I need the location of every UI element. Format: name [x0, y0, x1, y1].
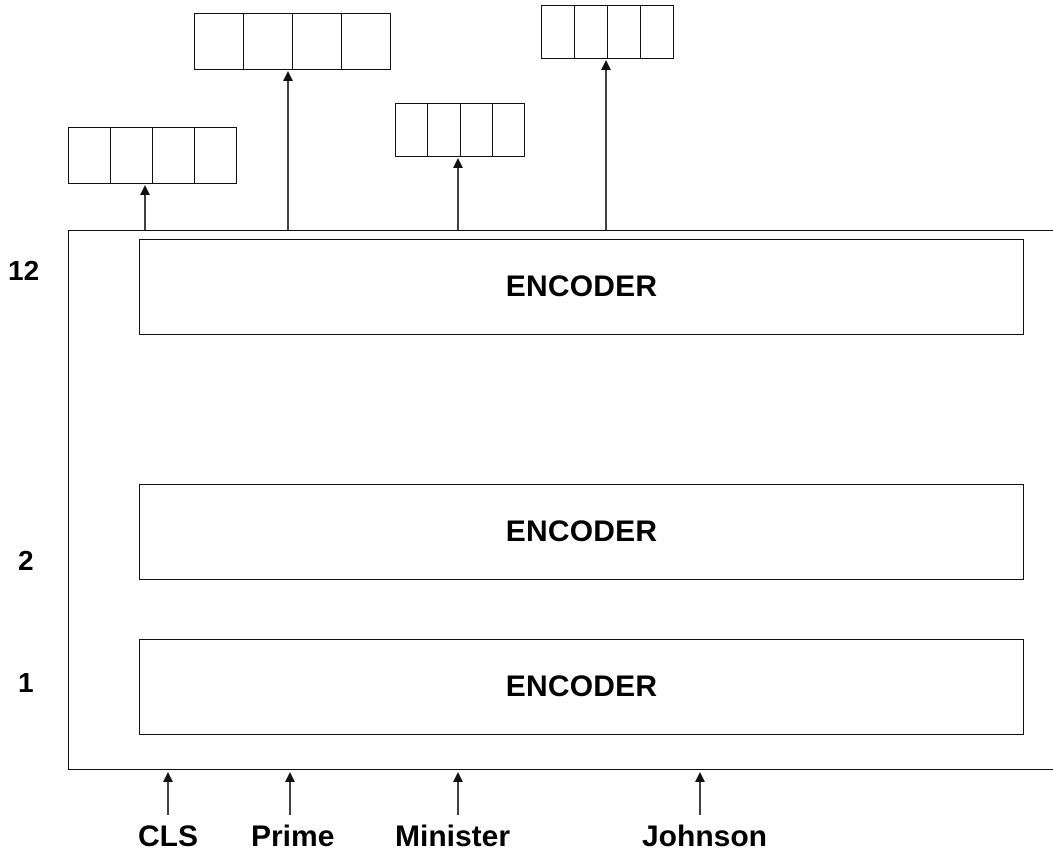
vector-cell — [195, 128, 236, 183]
encoder-label: ENCODER — [505, 670, 658, 703]
encoder-label: ENCODER — [505, 270, 658, 303]
output-vector-johnson — [541, 5, 674, 59]
token-minister: Minister — [395, 820, 511, 853]
vector-cell — [461, 104, 493, 156]
input-arrow-johnson-head — [695, 772, 705, 782]
token-prime: Prime — [251, 820, 335, 853]
token-johnson: Johnson — [642, 820, 767, 853]
encoder-layer-12: ENCODER — [139, 239, 1024, 335]
output-arrow-cls-head — [140, 185, 150, 195]
vector-cell — [575, 6, 608, 58]
vector-cell — [111, 128, 153, 183]
vector-cell — [153, 128, 195, 183]
output-vector-prime — [194, 13, 391, 70]
encoder-label: ENCODER — [505, 515, 658, 548]
encoder-layer-1: ENCODER — [139, 639, 1024, 735]
encoder-layer-2: ENCODER — [139, 484, 1024, 580]
vector-cell — [244, 14, 293, 69]
vector-cell — [493, 104, 524, 156]
vector-cell — [608, 6, 641, 58]
input-arrow-prime-head — [285, 772, 295, 782]
vector-cell — [428, 104, 461, 156]
output-arrow-prime-head — [283, 71, 293, 81]
encoder-stack-container — [68, 230, 1053, 770]
input-arrow-cls-head — [163, 772, 173, 782]
output-vector-minister — [395, 103, 525, 157]
layer-number-12: 12 — [8, 255, 40, 286]
vector-cell — [542, 6, 575, 58]
vector-cell — [641, 6, 673, 58]
vector-cell — [396, 104, 429, 156]
vector-cell — [342, 14, 390, 69]
output-arrow-minister-head — [453, 158, 463, 168]
output-arrow-johnson-head — [601, 60, 611, 70]
layer-number-1: 1 — [18, 667, 34, 698]
vector-cell — [69, 128, 111, 183]
token-cls: CLS — [138, 820, 198, 853]
vector-cell — [293, 14, 342, 69]
layer-number-2: 2 — [18, 545, 34, 576]
output-vector-cls — [68, 127, 237, 184]
vector-cell — [195, 14, 244, 69]
input-arrow-minister-head — [453, 772, 463, 782]
